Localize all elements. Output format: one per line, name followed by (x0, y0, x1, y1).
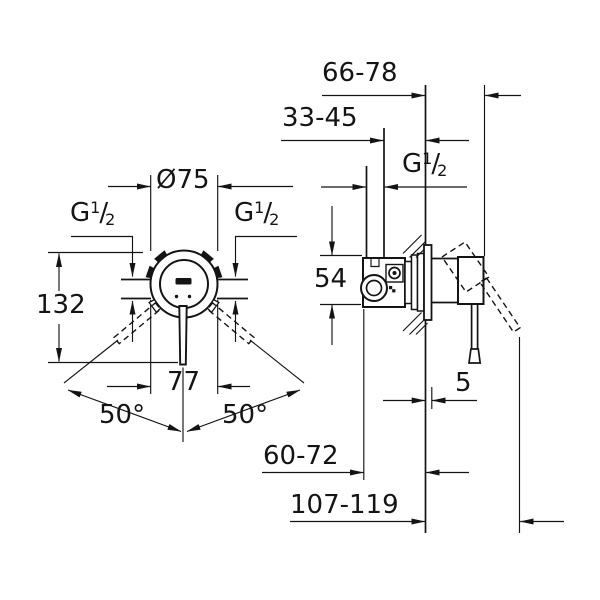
mounting-lugs (145, 250, 223, 314)
thread-slash: / (99, 198, 109, 228)
thread-slash: / (431, 149, 441, 179)
thread-numerator: 1 (254, 198, 265, 217)
dim-label-thread-right: G1/2 (234, 198, 280, 229)
thread-numerator: 1 (422, 149, 433, 168)
dim-label-plate-offset: 5 (455, 368, 472, 398)
thread-slash: / (263, 198, 273, 228)
thread-denominator: 2 (437, 161, 448, 180)
side-view (262, 85, 564, 533)
handle-swung-right-dashed (206, 301, 255, 345)
dim-label-angle-right: 50° (222, 400, 269, 430)
dim-label-height: 132 (36, 290, 86, 320)
dim-label-thread-left: G1/2 (70, 198, 116, 229)
dim-label-angle-left: 50° (99, 400, 146, 430)
dim-label-box-depth: 60-72 (263, 441, 339, 471)
screw-dot (174, 294, 179, 299)
stop-valve-dot (392, 271, 397, 275)
dim-label-body-height: 54 (314, 264, 348, 294)
escutcheon-plate-side (423, 244, 433, 321)
knob-swung-dashed (441, 241, 490, 293)
dim-label-handle-depth: 107-119 (290, 490, 399, 520)
cartridge-steps (404, 252, 425, 312)
supply-connection-bore (365, 279, 383, 297)
dim-label-total-depth: 66-78 (322, 58, 398, 88)
dim-angle-left (67, 389, 182, 433)
angle-extension-right (249, 339, 305, 384)
dim-diameter-75 (108, 175, 293, 251)
detail-mark (392, 289, 396, 293)
thread-prefix: G (402, 149, 423, 179)
handle-lever-front (178, 305, 188, 366)
supply-connection-ring (360, 274, 388, 302)
dim-label-thread-side: G1/2 (402, 149, 448, 180)
thread-prefix: G (234, 198, 255, 228)
dim-label-diameter: Ø75 (156, 165, 210, 195)
dim-label-width: 77 (167, 367, 201, 397)
handle-lever-side (468, 303, 482, 364)
dim-angle-right (186, 389, 301, 433)
angle-extension-left (63, 339, 119, 384)
detail-mark (389, 286, 393, 290)
dim-height-132 (48, 251, 178, 364)
front-view (48, 175, 305, 442)
lever-swung-dashed (478, 276, 522, 334)
dim-width-77 (107, 300, 250, 394)
dim-thread-right (232, 235, 297, 342)
thread-denominator: 2 (269, 210, 280, 229)
screw-dot (187, 294, 192, 299)
box-notch (370, 258, 380, 268)
handle-swung-left-dashed (113, 301, 162, 345)
temperature-stop-mark (175, 278, 192, 285)
thread-prefix: G (70, 198, 91, 228)
thread-numerator: 1 (90, 198, 101, 217)
thread-denominator: 2 (105, 210, 116, 229)
dim-body-height-54 (320, 206, 362, 345)
dim-label-pipe-depth: 33-45 (282, 103, 358, 133)
